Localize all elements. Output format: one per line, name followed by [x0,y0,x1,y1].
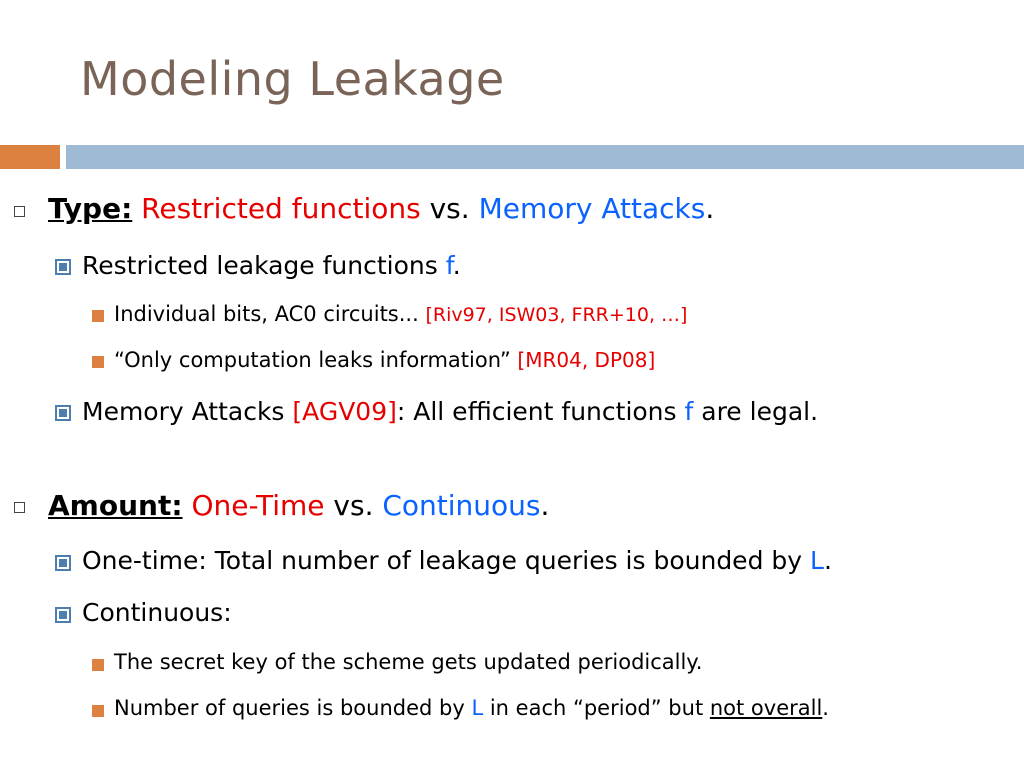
header-accent-blue-bar [66,145,1024,169]
square-bullet-icon [55,555,71,571]
square-bullet-icon [92,310,104,322]
memory-attacks-prefix: Memory Attacks [82,397,293,426]
period-text: . [823,546,832,575]
square-bullet-icon [14,206,25,217]
square-bullet-icon [55,607,71,623]
individual-bits-text: Individual bits, AC0 circuits... [114,302,426,326]
memory-attacks-end: are legal. [693,397,819,426]
vs-text: vs. [324,489,383,522]
bullet-only-computation: “Only computation leaks information” [MR… [114,348,655,372]
bullet-individual-bits: Individual bits, AC0 circuits... [Riv97,… [114,302,687,326]
period-text: . [822,696,829,720]
one-time-text: One-time: Total number of leakage querie… [82,546,810,575]
f-symbol: f [684,397,694,426]
slide-title: Modeling Leakage [80,52,505,106]
citation-text: [MR04, DP08] [517,348,656,372]
bullet-memory-attacks: Memory Attacks [AGV09]: All efficient fu… [82,397,818,426]
period-text: . [705,192,715,225]
f-symbol: f [445,251,453,280]
bullet-amount: Amount: One-Time vs. Continuous. [48,489,549,522]
citation-text: [Riv97, ISW03, FRR+10, …] [425,304,688,326]
square-bullet-icon [14,502,25,513]
continuous-label: Continuous: [82,598,232,627]
period-text: . [540,489,550,522]
secret-key-text: The secret key of the scheme gets update… [114,650,703,674]
square-bullet-icon [55,259,71,275]
queries-text: Number of queries is bounded by [114,696,472,720]
header-accent-orange-bar [0,145,60,169]
period-text: . [452,251,461,280]
bullet-secret-key: The secret key of the scheme gets update… [114,650,702,674]
vs-text: vs. [420,192,479,225]
queries-middle-text: in each “period” but [483,696,710,720]
amount-label: Amount: [48,489,183,522]
bullet-continuous: Continuous: [82,598,232,627]
L-symbol: L [471,696,484,720]
restricted-leakage-text: Restricted leakage functions [82,251,446,280]
one-time-text: One-Time [191,489,325,522]
bullet-restricted-leakage: Restricted leakage functions f. [82,251,461,280]
not-overall-text: not overall [709,696,823,720]
restricted-functions-text: Restricted functions [141,192,421,225]
continuous-text: Continuous [382,489,541,522]
type-label: Type: [48,192,133,225]
square-bullet-icon [92,356,104,368]
only-computation-text: “Only computation leaks information” [114,348,518,372]
L-symbol: L [810,546,824,575]
square-bullet-icon [92,659,104,671]
square-bullet-icon [55,405,71,421]
square-bullet-icon [92,705,104,717]
memory-attacks-text: Memory Attacks [478,192,706,225]
memory-attacks-middle: : All efficient functions [396,397,685,426]
bullet-one-time: One-time: Total number of leakage querie… [82,546,832,575]
bullet-type: Type: Restricted functions vs. Memory At… [48,192,714,225]
bullet-number-of-queries: Number of queries is bounded by L in eac… [114,696,829,720]
citation-text: [AGV09] [292,397,397,426]
